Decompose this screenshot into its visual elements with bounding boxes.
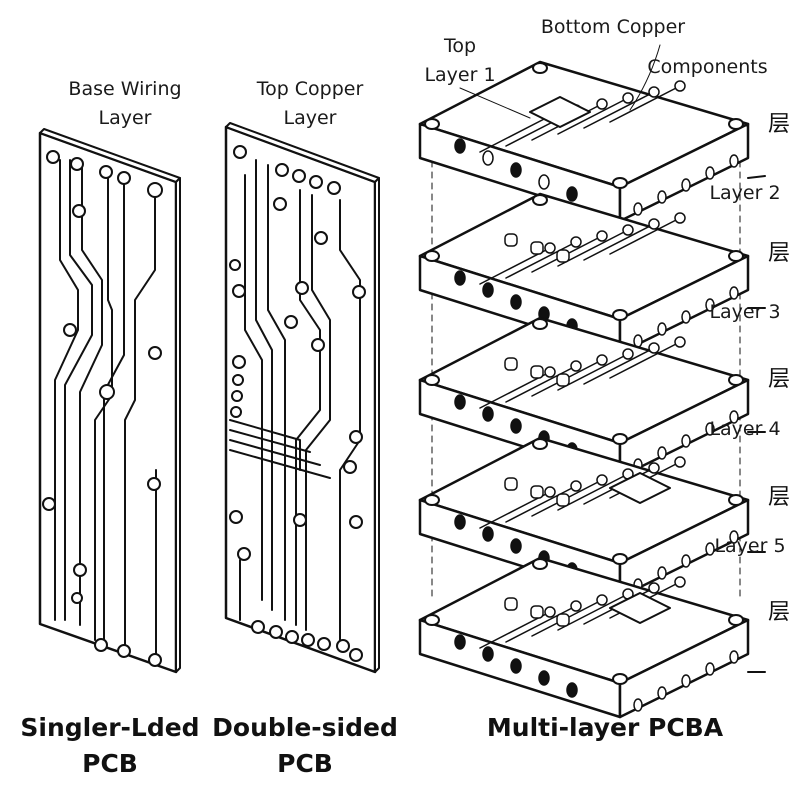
label-line: Layer <box>283 107 337 129</box>
capacitor <box>504 357 518 371</box>
layer-tag: 层 <box>768 241 791 266</box>
via-hole <box>510 658 522 674</box>
capacitor <box>530 241 544 255</box>
via-hole <box>566 682 578 698</box>
capacitor <box>504 233 518 247</box>
via-hole <box>729 286 739 300</box>
layer-tag: 层 <box>768 600 791 625</box>
via-hole <box>729 650 739 664</box>
layer-2-label: Layer 2 <box>709 182 781 204</box>
layer-3-label: Layer 3 <box>709 301 781 323</box>
board-layer-1 <box>418 60 766 223</box>
capacitor <box>530 365 544 379</box>
top-layer-1-label: Top Layer 1 <box>415 32 505 90</box>
via-hole <box>705 166 715 180</box>
ic-chip <box>529 96 591 128</box>
via-hole <box>510 418 522 434</box>
ic-chip <box>609 592 671 624</box>
board-layer-2 <box>418 192 766 355</box>
double-sided-title: Double-sided PCB <box>210 710 400 782</box>
via-hole <box>454 138 466 154</box>
capacitor <box>556 249 570 263</box>
layer-5-label: Layer 5 <box>714 535 786 557</box>
via-hole <box>681 178 691 192</box>
title-line: Singler-Lded <box>20 713 200 742</box>
via-hole <box>482 406 494 422</box>
bottom-copper-label: Bottom Copper <box>540 16 686 38</box>
via-hole <box>482 526 494 542</box>
via-hole <box>657 190 667 204</box>
single-sided-board <box>38 128 181 674</box>
label-line: Base Wiring <box>68 78 182 100</box>
capacitor <box>504 477 518 491</box>
via-hole <box>705 298 715 312</box>
via-hole <box>482 646 494 662</box>
title-line: Double-sided <box>212 713 398 742</box>
via-hole <box>729 530 739 544</box>
top-copper-label: Top Copper Layer <box>235 75 385 133</box>
via-hole <box>705 422 715 436</box>
via-hole <box>633 202 643 216</box>
via-hole <box>657 322 667 336</box>
layer-tag: 层 <box>768 112 791 137</box>
layer-4-label: Layer 4 <box>709 418 781 440</box>
via-hole <box>729 410 739 424</box>
base-wiring-label: Base Wiring Layer <box>50 75 200 133</box>
via-hole <box>657 566 667 580</box>
via-hole <box>454 270 466 286</box>
via-hole <box>510 162 522 178</box>
label-line: Top Copper <box>256 78 364 100</box>
label-line: Layer 1 <box>424 64 496 86</box>
via-hole <box>454 514 466 530</box>
label-line: Layer <box>98 107 152 129</box>
via-hole <box>510 538 522 554</box>
via-hole <box>454 634 466 650</box>
label-line: Top <box>443 35 477 57</box>
multi-layer-stack <box>418 44 766 719</box>
via-hole <box>633 698 643 712</box>
capacitor <box>556 493 570 507</box>
via-hole <box>482 150 494 166</box>
capacitor <box>530 485 544 499</box>
capacitor <box>556 613 570 627</box>
via-hole <box>681 310 691 324</box>
board-layer-5 <box>418 556 766 719</box>
via-hole <box>482 282 494 298</box>
via-hole <box>681 434 691 448</box>
via-hole <box>538 670 550 686</box>
via-hole <box>538 174 550 190</box>
title-line: PCB <box>82 749 138 778</box>
capacitor <box>530 605 544 619</box>
via-hole <box>566 186 578 202</box>
via-hole <box>657 686 667 700</box>
components-label: Components <box>647 56 768 78</box>
via-hole <box>705 542 715 556</box>
title-line: PCB <box>277 749 333 778</box>
via-hole <box>657 446 667 460</box>
via-hole <box>681 554 691 568</box>
layer-tag: 层 <box>768 485 791 510</box>
capacitor <box>556 373 570 387</box>
via-hole <box>705 662 715 676</box>
layer-tag: 层 <box>768 367 791 392</box>
multi-layer-title: Multi-layer PCBA <box>486 713 724 742</box>
double-sided-board <box>224 122 380 674</box>
via-hole <box>729 154 739 168</box>
via-hole <box>454 394 466 410</box>
single-sided-title: Singler-Lded PCB <box>15 710 205 782</box>
ic-chip <box>609 472 671 504</box>
via-hole <box>510 294 522 310</box>
capacitor <box>504 597 518 611</box>
via-hole <box>681 674 691 688</box>
